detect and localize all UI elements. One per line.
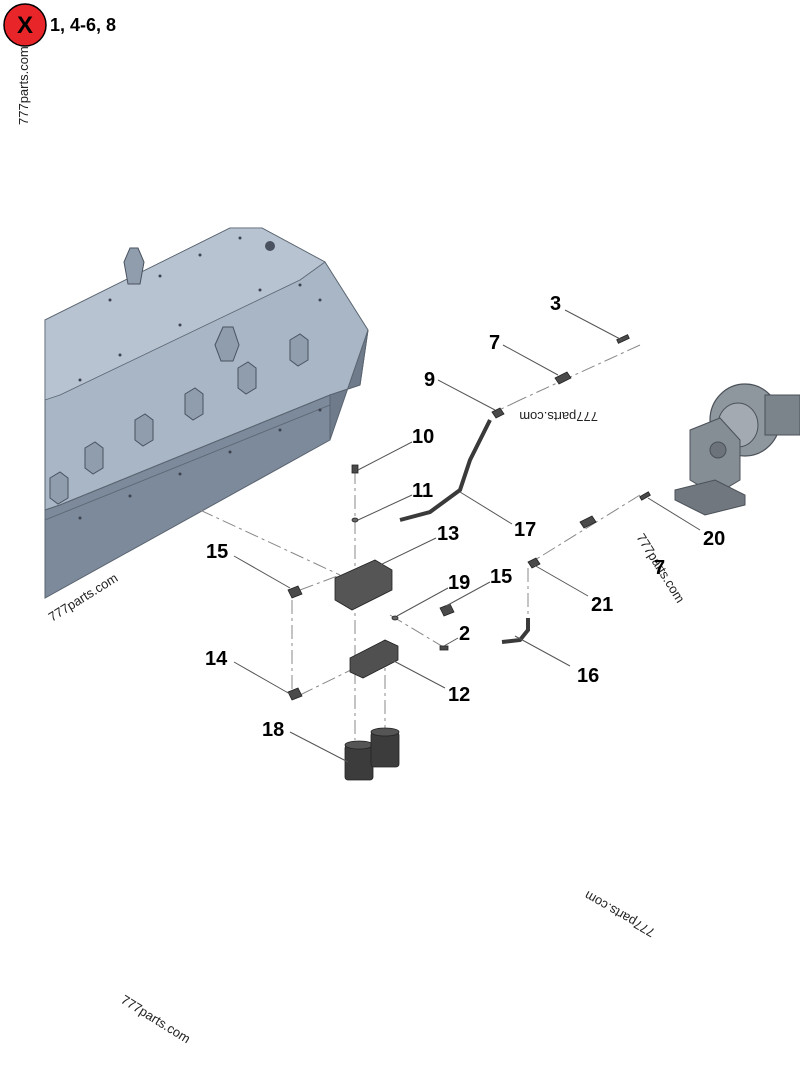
part-7: [554, 371, 572, 385]
watermark: 777parts.com: [118, 992, 193, 1046]
callout-19: 19: [448, 572, 470, 594]
part-19: [391, 615, 399, 621]
callout-20: 20: [703, 528, 725, 550]
part-13-bracket: [334, 559, 393, 611]
callout-14: 14: [205, 648, 228, 670]
engine-housing: [44, 227, 369, 599]
watermark: 777parts.com: [519, 409, 598, 424]
callout-9: 9: [424, 369, 435, 391]
excluded-items-label: 1, 4-6, 8: [50, 15, 116, 35]
callout-13: 13: [437, 523, 459, 545]
part-21: [527, 557, 541, 569]
part-9: [491, 407, 505, 419]
part-15: [287, 585, 303, 599]
legend: X 1, 4-6, 8: [3, 3, 116, 47]
callout-10: 10: [412, 426, 434, 448]
part-20: [639, 491, 651, 501]
callout-15: 15: [206, 541, 228, 563]
part-7: [579, 515, 597, 529]
callout-16: 16: [577, 665, 599, 687]
part-14: [287, 687, 303, 701]
part-3: [616, 334, 630, 344]
part-11: [351, 517, 359, 523]
callout-11: 11: [412, 480, 433, 502]
callout-15: 15: [490, 566, 512, 588]
callouts: 3 7 9 10 11 17 13 15 19 15 2 21 20 7 14 …: [205, 293, 725, 741]
part-17-tube: [399, 419, 492, 522]
callout-18: 18: [262, 719, 284, 741]
callout-12: 12: [448, 684, 470, 706]
part-18-filters: [344, 727, 400, 781]
callout-3: 3: [550, 293, 561, 315]
callout-17: 17: [514, 519, 536, 541]
parts: [287, 334, 651, 781]
callout-21: 21: [591, 594, 613, 616]
legend-icon-letter: X: [17, 12, 33, 39]
callout-7: 7: [654, 557, 665, 579]
part-2: [439, 645, 449, 651]
turbocharger: [674, 383, 800, 516]
part-12-filter-head: [349, 639, 399, 679]
watermark: 777parts.com: [16, 46, 31, 125]
part-10: [351, 464, 359, 474]
x-circle-icon: [3, 3, 47, 47]
callout-2: 2: [459, 623, 470, 645]
leader-lines: [233, 309, 701, 763]
watermark: 777parts.com: [582, 888, 658, 940]
callout-7: 7: [489, 332, 500, 354]
part-16-tube: [501, 618, 530, 644]
